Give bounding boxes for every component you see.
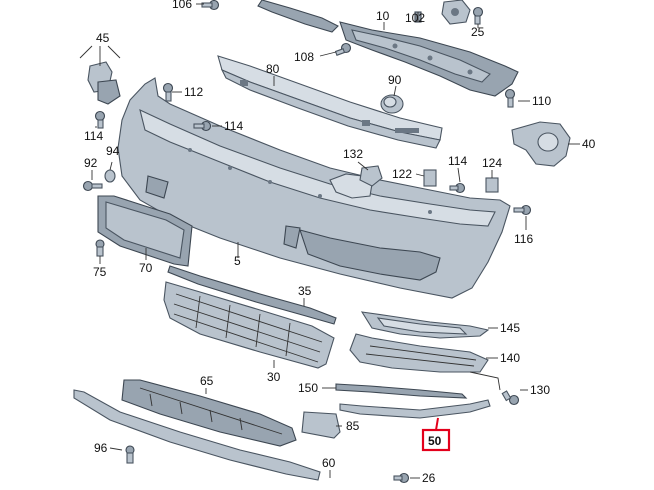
- label-45: 45: [96, 31, 110, 45]
- screw-114b-icon: [193, 120, 212, 132]
- label-85: 85: [346, 419, 360, 433]
- label-114a: 114: [84, 129, 103, 143]
- screw-25-icon: [472, 6, 484, 25]
- label-108: 108: [294, 50, 314, 64]
- label-75: 75: [93, 265, 107, 279]
- label-96: 96: [94, 441, 108, 455]
- leader-lines: [79, 3, 580, 479]
- label-132: 132: [343, 147, 363, 161]
- label-114b: 114: [224, 119, 243, 133]
- trim-strip-50-part: [339, 399, 491, 419]
- label-10: 10: [376, 9, 390, 23]
- label-116: 116: [514, 232, 533, 246]
- washer-94-icon: [104, 169, 116, 183]
- label-80: 80: [266, 62, 280, 76]
- clip-122-part: [423, 169, 437, 187]
- highlight-leader: [435, 417, 439, 431]
- trim-strip-150-part: [335, 383, 468, 399]
- screw-110-icon: [504, 88, 516, 108]
- label-35: 35: [298, 284, 312, 298]
- bumper-cover-part: [117, 77, 511, 299]
- grille-trim-35-part: [167, 265, 337, 325]
- fog-grille-140-part: [349, 333, 489, 373]
- lower-spoiler-60-part: [73, 389, 321, 481]
- label-26: 26: [422, 471, 436, 485]
- mounting-bracket-part: [339, 21, 519, 97]
- label-60: 60: [322, 456, 336, 470]
- label-110: 110: [532, 94, 551, 108]
- clip-124-part: [485, 177, 499, 193]
- label-145: 145: [500, 321, 520, 335]
- label-106: 106: [172, 0, 192, 11]
- label-70: 70: [139, 261, 153, 275]
- carrier-80-part: [217, 55, 443, 149]
- label-122: 122: [392, 167, 412, 181]
- license-plate-holder-part: [97, 195, 193, 267]
- label-112: 112: [184, 85, 203, 99]
- label-65: 65: [200, 374, 214, 388]
- label-114c: 114: [448, 154, 467, 168]
- screw-26-icon: [393, 472, 410, 484]
- label-90: 90: [388, 73, 402, 87]
- label-94: 94: [106, 144, 120, 158]
- bracket-25-part: [441, 0, 471, 25]
- label-30: 30: [267, 370, 281, 384]
- label-50: 50: [428, 434, 442, 448]
- label-102: 102: [405, 11, 425, 25]
- screw-116-icon: [513, 204, 532, 216]
- label-5: 5: [234, 254, 241, 268]
- screw-108-icon: [334, 42, 352, 56]
- screw-130-icon: [501, 390, 520, 406]
- label-140: 140: [500, 351, 520, 365]
- screw-92-icon: [82, 180, 103, 192]
- label-124: 124: [482, 156, 502, 170]
- plate-85-part: [301, 411, 341, 439]
- label-92: 92: [84, 156, 98, 170]
- upper-guide-part: [257, 0, 339, 33]
- screw-106-icon: [201, 0, 220, 11]
- screw-114c-icon: [449, 182, 466, 194]
- label-25: 25: [471, 25, 485, 39]
- label-40: 40: [582, 137, 596, 151]
- cover-cap-90-part: [380, 94, 404, 114]
- lower-absorber-65-part: [121, 379, 297, 447]
- screw-114a-icon: [94, 110, 106, 129]
- clip-96-icon: [125, 445, 135, 464]
- grille-30-part: [163, 281, 335, 369]
- side-bracket-40-part: [511, 121, 571, 167]
- clip-132-part: [359, 165, 383, 187]
- fog-trim-145-part: [360, 311, 490, 339]
- label-130: 130: [530, 383, 550, 397]
- clip-45-part: [87, 61, 121, 105]
- label-150: 150: [298, 381, 318, 395]
- part-labels: 106 10 102 25 45 108 80 90 110 112 114 1…: [84, 0, 596, 485]
- clip-75-icon: [95, 239, 105, 257]
- screw-112-icon: [162, 82, 174, 102]
